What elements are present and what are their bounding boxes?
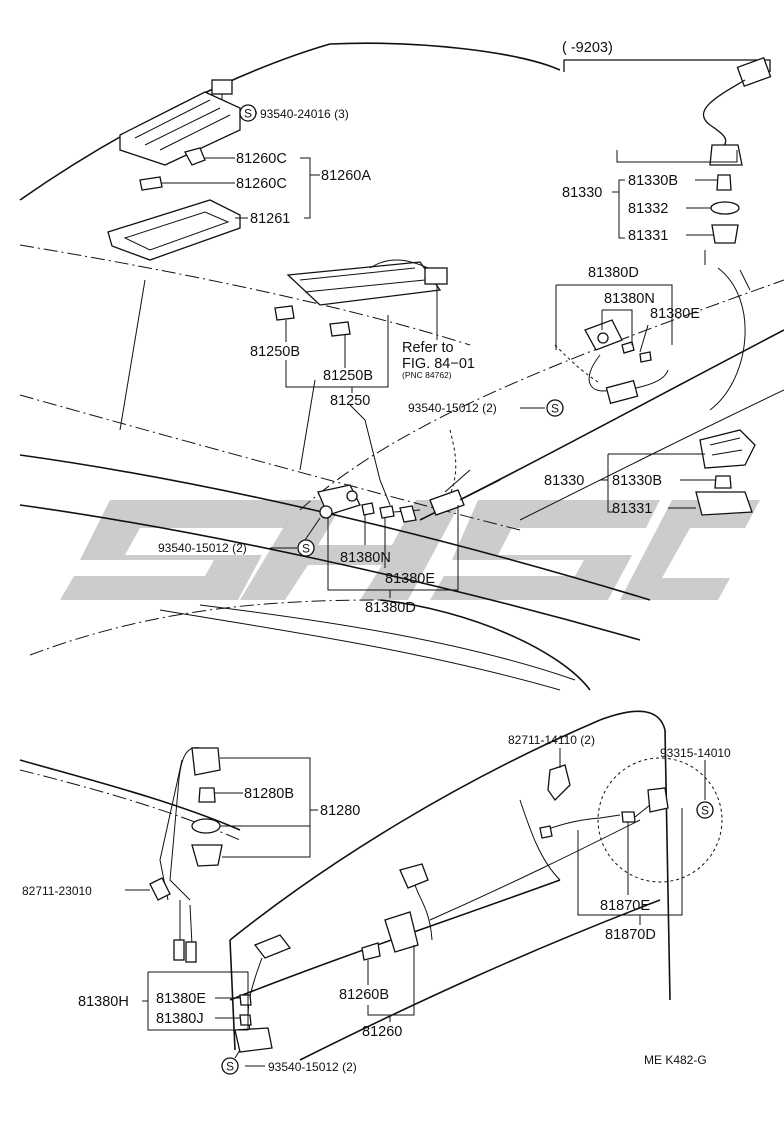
label-81250B-a: 81250B — [250, 344, 300, 360]
watermark-logo — [60, 500, 760, 600]
label-81280: 81280 — [320, 803, 360, 819]
label-bolt-bottom: 93540-15012 (2) — [268, 1060, 357, 1074]
label-81260C-b: 81260C — [236, 176, 287, 192]
label-81380N-top: 81380N — [604, 291, 655, 307]
dome-lamp-81260A — [107, 79, 241, 261]
label-81330-top: 81330 — [562, 185, 602, 201]
label-81260C-a: 81260C — [236, 151, 287, 167]
socket-assembly-81330-mid — [695, 429, 756, 516]
s-marker-bottom — [221, 1057, 239, 1075]
label-81330-mid: 81330 — [544, 473, 584, 489]
label-81380E-bottom: 81380E — [156, 991, 206, 1007]
courtesy-lamp-81380D-top — [554, 319, 669, 405]
label-93315-14010: 93315-14010 — [660, 746, 731, 760]
svg-text:S: S — [302, 542, 310, 556]
s-markers: S S S S S — [221, 104, 714, 1075]
label-81260B: 81260B — [339, 987, 389, 1003]
s-marker-top — [239, 104, 257, 122]
license-lamp-81260 — [361, 863, 433, 961]
label-81380D-top: 81380D — [588, 265, 639, 281]
svg-text:S: S — [551, 402, 559, 416]
label-81250: 81250 — [330, 393, 370, 409]
label-81380H: 81380H — [78, 994, 129, 1010]
label-81870D: 81870D — [605, 927, 656, 943]
label-81380E-top: 81380E — [650, 306, 700, 322]
label-81380E-mid: 81380E — [385, 571, 435, 587]
svg-text:S: S — [226, 1060, 234, 1074]
s-marker-mid-right — [546, 399, 564, 417]
label-clip-82711-23010: 82711-23010 — [22, 884, 92, 898]
label-refer-to: Refer to — [402, 340, 454, 356]
map-lamp-81250 — [274, 259, 448, 337]
label-81380N-mid: 81380N — [340, 550, 391, 566]
label-81280B: 81280B — [244, 786, 294, 802]
label-81330B-mid: 81330B — [612, 473, 662, 489]
label-81331-top: 81331 — [628, 228, 668, 244]
label-81332: 81332 — [628, 201, 668, 217]
label-range-note: ( -9203) — [562, 40, 613, 56]
label-bolt-mid-right: 93540-15012 (2) — [408, 401, 497, 415]
label-clip-82711-14110: 82711-14110 (2) — [508, 733, 595, 747]
label-81380J: 81380J — [156, 1011, 204, 1027]
svg-text:S: S — [701, 804, 709, 818]
lamp-81380H — [234, 934, 292, 1053]
label-refer-pnc: (PNC 84762) — [402, 370, 452, 380]
svg-text:S: S — [244, 107, 252, 121]
label-bolt-top: 93540-24016 (3) — [260, 107, 349, 121]
label-81260A: 81260A — [321, 168, 371, 184]
label-refer-fig: FIG. 84−01 — [402, 356, 475, 372]
courtesy-lamp-81380D-mid — [317, 429, 501, 523]
lamp-81870D — [539, 757, 723, 883]
label-81261: 81261 — [250, 211, 290, 227]
luggage-lamp-81280 — [149, 747, 223, 963]
label-81250B-b: 81250B — [323, 368, 373, 384]
label-81870E: 81870E — [600, 898, 650, 914]
s-marker-mid-left — [297, 539, 315, 557]
s-marker-right — [696, 801, 714, 819]
leader-lines — [125, 112, 738, 1067]
figure-code: ME K482-G — [644, 1053, 707, 1067]
label-81260: 81260 — [362, 1024, 402, 1040]
part-labels: ( -9203) 93540-24016 (3) 81260C 81260C 8… — [22, 40, 731, 1074]
label-81380D-mid: 81380D — [365, 600, 416, 616]
socket-assembly-81330-top — [563, 56, 772, 244]
label-81331-mid: 81331 — [612, 501, 652, 517]
label-bolt-mid-left: 93540-15012 (2) — [158, 541, 247, 555]
label-81330B-top: 81330B — [628, 173, 678, 189]
